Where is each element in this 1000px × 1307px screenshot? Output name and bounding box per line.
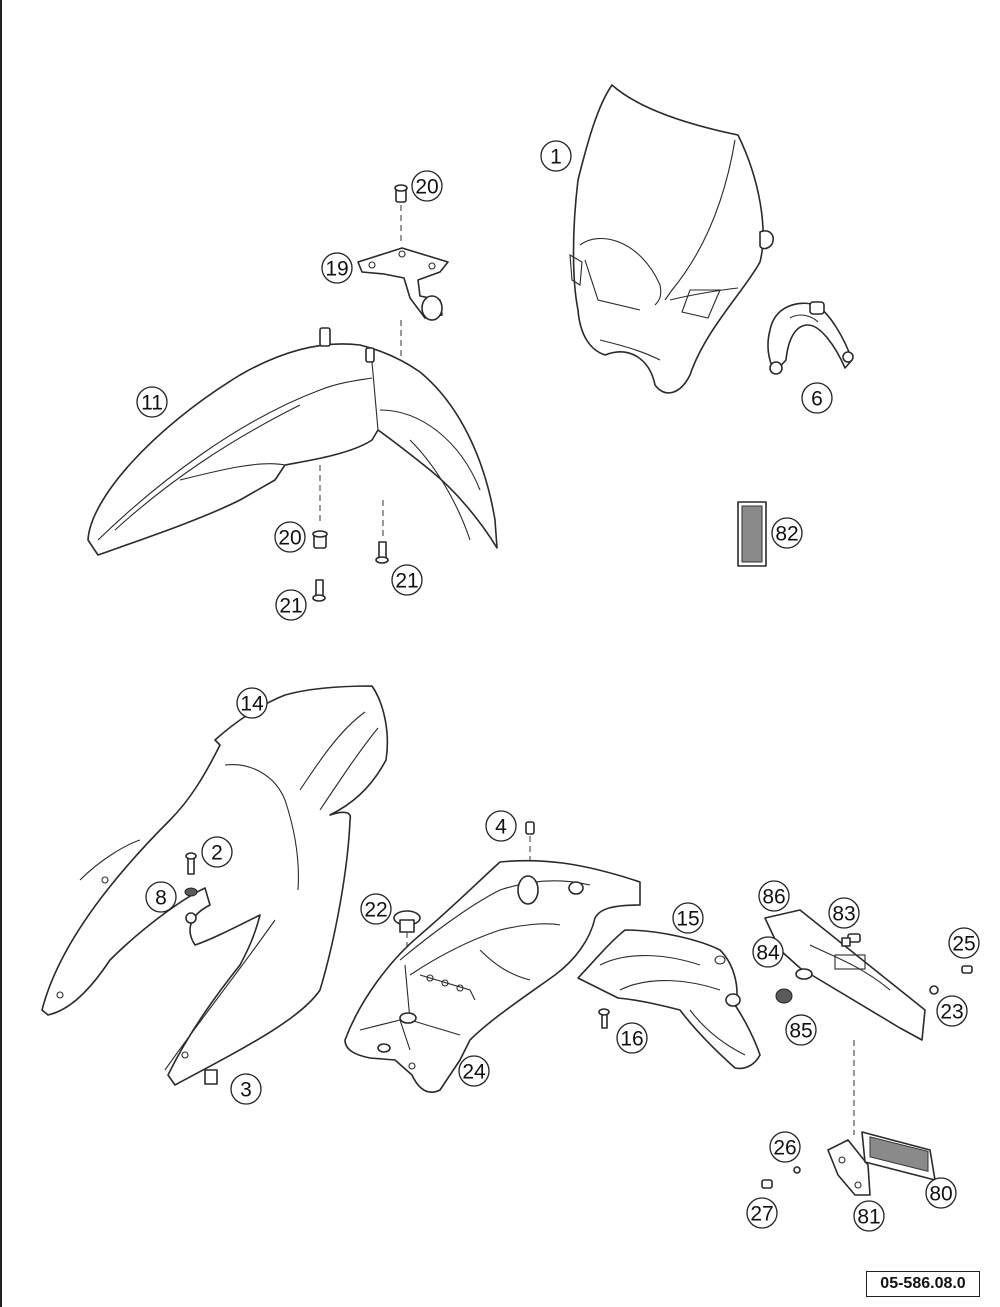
svg-text:85: 85 [789,1020,812,1043]
svg-text:14: 14 [240,693,264,716]
rear-tail-housing-part [344,859,641,1093]
callout-26: 26 [769,1131,801,1163]
svg-text:82: 82 [775,523,798,546]
callout-20-top: 20 [411,170,443,202]
svg-text:84: 84 [756,942,780,965]
svg-text:22: 22 [364,899,387,922]
callout-11: 11 [136,386,168,418]
callout-24: 24 [458,1055,490,1087]
svg-text:24: 24 [462,1061,486,1084]
callout-2: 2 [201,836,233,868]
headlight-clamp-part [767,301,854,375]
svg-text:26: 26 [773,1137,796,1160]
svg-text:27: 27 [750,1203,773,1226]
lower-fender-hardware [312,530,389,602]
svg-text:3: 3 [240,1079,252,1102]
svg-text:21: 21 [279,595,302,618]
license-plate-holder-part [764,909,973,1135]
svg-text:20: 20 [278,527,301,550]
svg-text:21: 21 [395,570,418,593]
callout-85: 85 [785,1014,817,1046]
callout-84: 84 [752,936,784,968]
callout-82: 82 [771,517,803,549]
inner-mudguard-part [577,929,761,1070]
front-fender-part [87,327,498,556]
callout-14: 14 [236,687,268,719]
left-border-line [0,0,2,1307]
side-panel-part [41,685,389,1086]
callout-25: 25 [948,927,980,959]
tail-screw-part [525,821,535,880]
side-panel-screw-washer [184,852,198,924]
svg-text:19: 19 [325,258,348,281]
callout-22: 22 [360,893,392,925]
svg-text:86: 86 [762,886,785,909]
svg-text:2: 2 [211,842,223,865]
svg-text:20: 20 [415,176,438,199]
callout-23: 23 [936,995,968,1027]
svg-text:15: 15 [676,908,699,931]
svg-text:4: 4 [495,816,507,839]
diagram-reference-code: 05-586.08.0 [866,1271,980,1297]
callout-16: 16 [616,1022,648,1054]
svg-text:6: 6 [811,388,823,411]
callout-21-right: 21 [391,564,423,596]
svg-text:1: 1 [550,146,562,169]
svg-text:23: 23 [940,1001,963,1024]
callout-19: 19 [321,252,353,284]
svg-text:8: 8 [155,887,167,910]
svg-text:11: 11 [141,392,163,415]
callout-3: 3 [230,1073,262,1105]
callout-80: 80 [925,1177,957,1209]
svg-text:80: 80 [929,1183,952,1206]
svg-text:81: 81 [857,1206,880,1229]
callout-21-left: 21 [275,589,307,621]
callout-81: 81 [853,1200,885,1232]
bushing-top-part [394,184,408,245]
callout-6: 6 [801,382,833,414]
rear-reflector-bracket-part [761,1131,936,1196]
svg-text:83: 83 [832,903,855,926]
reflector-part [737,501,767,567]
headlight-mask-part [569,84,775,394]
svg-text:25: 25 [952,933,975,956]
callout-83: 83 [828,897,860,929]
callout-4: 4 [485,810,517,842]
callout-20-bottom: 20 [274,521,306,553]
callout-27: 27 [746,1197,778,1229]
callout-15: 15 [672,902,704,934]
callout-1: 1 [540,140,572,172]
callout-8: 8 [145,881,177,913]
svg-text:16: 16 [620,1028,643,1051]
callout-86: 86 [758,880,790,912]
